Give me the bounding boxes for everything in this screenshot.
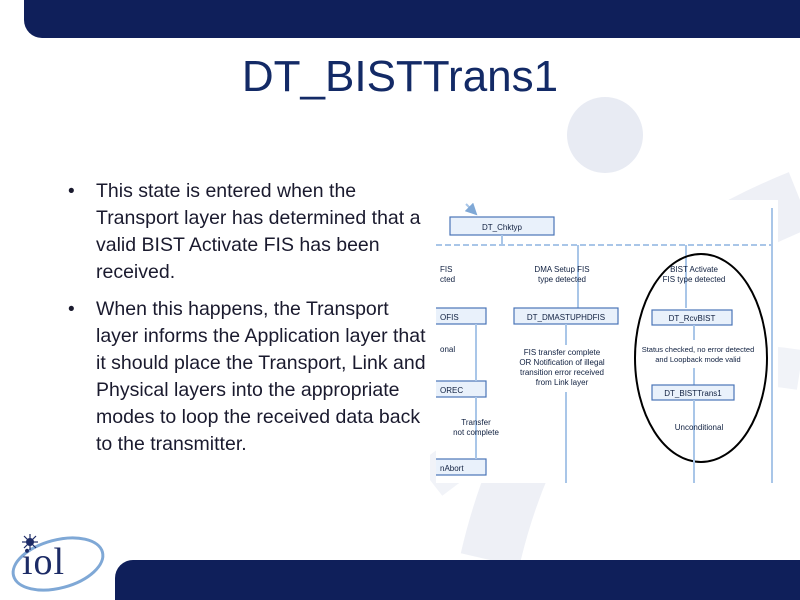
- left-partial-onal: onal: [440, 345, 455, 354]
- middle-note-3: transition error received: [520, 368, 604, 377]
- right-final: Unconditional: [675, 423, 724, 432]
- middle-condition-2: type detected: [538, 275, 586, 284]
- bullet-list: • This state is entered when the Transpo…: [66, 178, 436, 468]
- left-partial-cted: cted: [440, 275, 455, 284]
- bullet-text: This state is entered when the Transport…: [96, 180, 421, 283]
- left-partial-ofis: OFIS: [440, 313, 459, 322]
- iol-logo-swoosh: [11, 534, 105, 592]
- middle-note-1: FIS transfer complete: [524, 348, 601, 357]
- state-label-dmastuphdfis: DT_DMASTUPHDFIS: [527, 313, 605, 322]
- state-box-left-1: [436, 307, 487, 325]
- slide-title: DT_BISTTrans1: [241, 52, 559, 101]
- logo-text: iol: [22, 541, 66, 583]
- left-partial-fis: FIS: [440, 265, 452, 274]
- state-box-rcvbist: [651, 309, 733, 326]
- bullet-text: When this happens, the Transport layer i…: [96, 298, 426, 455]
- middle-note-2: OR Notification of illegal: [519, 358, 605, 367]
- right-note-2: and Loopback mode valid: [655, 355, 740, 364]
- state-diagram: DT_Chktyp FIS cted OFIS onal OREC nAbort…: [436, 200, 778, 483]
- top-banner: [24, 0, 800, 38]
- state-label-bisttrans1: DT_BISTTrans1: [664, 389, 722, 398]
- state-label-rcvbist: DT_RcvBIST: [669, 314, 716, 323]
- transfer-label-1: Transfer: [461, 418, 491, 427]
- right-note-1: Status checked, no error detected: [642, 345, 755, 354]
- right-condition-2: FIS type detected: [663, 275, 726, 284]
- bottom-banner: [115, 560, 800, 600]
- left-partial-orec: OREC: [440, 386, 463, 395]
- bullet-icon: •: [68, 299, 75, 320]
- bullet-item: • When this happens, the Transport layer…: [66, 296, 436, 458]
- state-label-chktyp: DT_Chktyp: [482, 223, 523, 232]
- middle-condition-1: DMA Setup FIS: [534, 265, 589, 274]
- state-box-left-3: [436, 458, 487, 476]
- state-box-left-2: [436, 380, 487, 398]
- highlight-oval: [634, 253, 768, 463]
- right-condition-1: BIST Activate: [670, 265, 718, 274]
- middle-note-4: from Link layer: [536, 378, 589, 387]
- left-partial-nabort: nAbort: [440, 464, 464, 473]
- bullet-icon: •: [68, 181, 75, 202]
- transfer-label-2: not complete: [453, 428, 499, 437]
- bullet-item: • This state is entered when the Transpo…: [66, 178, 436, 286]
